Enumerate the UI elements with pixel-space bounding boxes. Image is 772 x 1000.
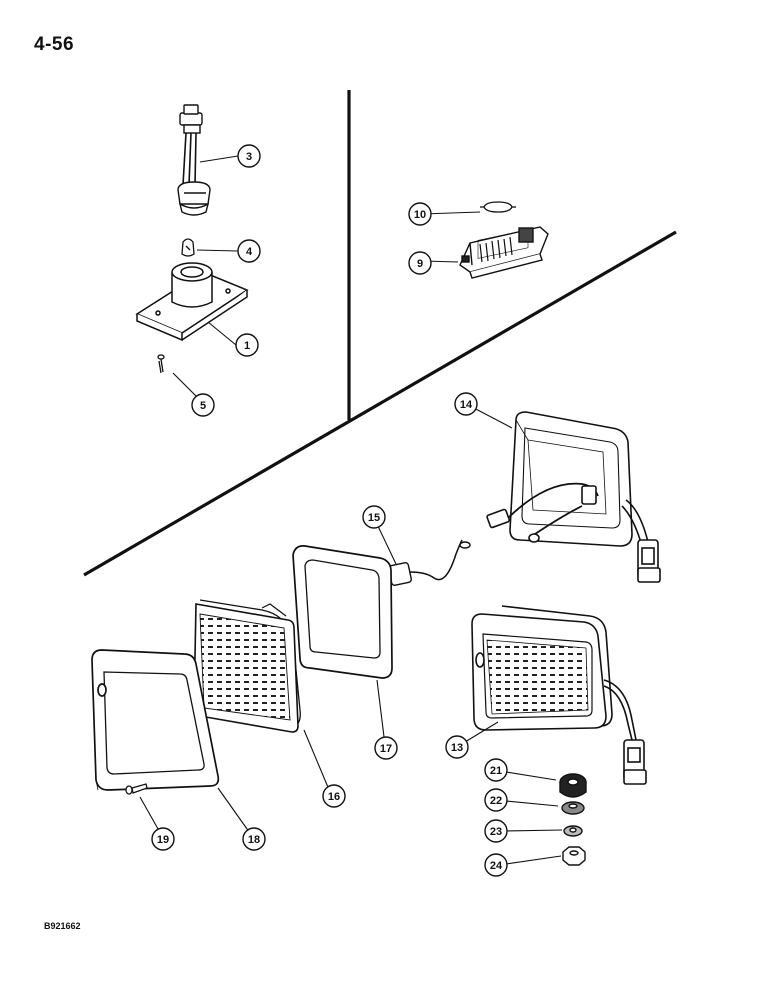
callout-5-label: 5 <box>200 400 206 412</box>
callout-13: 13 <box>445 735 469 759</box>
callout-3-label: 3 <box>246 151 252 163</box>
callout-23-label: 23 <box>490 826 502 838</box>
callout-19: 19 <box>151 827 175 851</box>
callout-10-label: 10 <box>414 209 426 221</box>
callout-22-label: 22 <box>490 795 502 807</box>
callout-16-label: 16 <box>328 791 340 803</box>
part-21-grommet <box>559 773 587 798</box>
part-9-license-lamp <box>459 226 549 279</box>
reference-code: B921662 <box>44 921 81 931</box>
callout-circles: 3 4 1 5 10 9 14 15 17 13 16 21 22 23 24 … <box>151 144 508 877</box>
callout-3: 3 <box>237 144 261 168</box>
callout-1: 1 <box>235 333 259 357</box>
part-5-screw <box>157 354 165 374</box>
callout-24-label: 24 <box>490 860 503 872</box>
part-14-housing <box>486 411 661 583</box>
part-13-complete-lamp <box>471 605 647 785</box>
callout-17-label: 17 <box>380 743 392 755</box>
callout-18: 18 <box>242 827 266 851</box>
callout-9: 9 <box>408 251 432 275</box>
callout-15-label: 15 <box>368 512 380 524</box>
part-1-mounting-plate <box>135 262 249 342</box>
part-16-lamp-unit <box>193 599 301 733</box>
part-3-socket-harness <box>177 104 211 216</box>
part-17-gasket <box>292 545 393 679</box>
part-4-bulb <box>181 238 195 257</box>
callout-19-label: 19 <box>157 834 169 846</box>
part-10-festoon-bulb <box>480 201 516 213</box>
callout-18-label: 18 <box>248 834 260 846</box>
callout-14: 14 <box>454 392 478 416</box>
callout-23: 23 <box>484 819 508 843</box>
callout-14-label: 14 <box>460 399 473 411</box>
callout-22: 22 <box>484 788 508 812</box>
callout-21: 21 <box>484 758 508 782</box>
callout-4: 4 <box>237 239 261 263</box>
callout-9-label: 9 <box>417 258 423 270</box>
part-22-washer <box>561 801 585 815</box>
part-15-bulb-socket <box>381 539 471 587</box>
callout-4-label: 4 <box>246 246 253 258</box>
part-23-lock-washer <box>563 825 583 837</box>
callout-10: 10 <box>408 202 432 226</box>
callout-13-label: 13 <box>451 742 463 754</box>
callout-16: 16 <box>322 784 346 808</box>
callout-15: 15 <box>362 505 386 529</box>
section-divider-lines <box>83 90 677 577</box>
page-number: 4-56 <box>34 34 75 55</box>
callout-1-label: 1 <box>244 340 250 352</box>
part-24-nut <box>562 846 586 866</box>
callout-17: 17 <box>374 736 398 760</box>
callout-24: 24 <box>484 853 508 877</box>
part-18-bezel <box>91 649 220 791</box>
callout-5: 5 <box>191 393 215 417</box>
part-19-screw <box>125 783 148 795</box>
callout-21-label: 21 <box>490 765 502 777</box>
